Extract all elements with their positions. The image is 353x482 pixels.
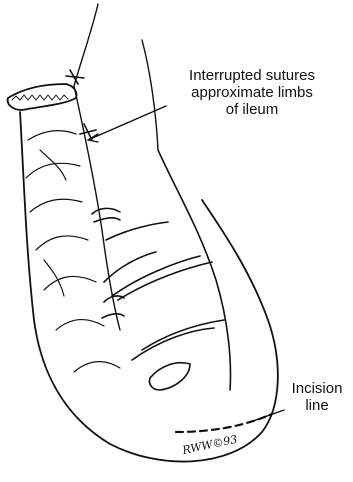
upper-bowel-limb — [74, 4, 98, 86]
upper-bowel-limb-right — [142, 40, 158, 150]
incision-label-line-2: line — [285, 397, 349, 414]
sutures-label-line-1: Interrupted sutures — [160, 67, 344, 84]
right-limb-contour — [158, 150, 230, 390]
pouch-outer-contour — [20, 112, 278, 462]
incision-label-line-1: Incision — [285, 380, 349, 397]
limb-loops — [104, 222, 224, 390]
sutures-label-line-2: approximate limbs — [160, 84, 344, 101]
incision-leader-line — [250, 410, 284, 422]
serrated-teeth — [12, 95, 68, 100]
incision-label: Incision line — [285, 380, 349, 414]
interrupted-sutures — [66, 70, 124, 318]
inner-limb-contour — [74, 86, 120, 330]
sutures-label: Interrupted sutures approximate limbs of… — [160, 67, 344, 118]
sutures-leader-line — [88, 106, 166, 140]
pouch-shading — [26, 131, 120, 372]
incision-dashed-line — [176, 414, 272, 432]
sutures-label-line-3: of ileum — [160, 101, 344, 118]
